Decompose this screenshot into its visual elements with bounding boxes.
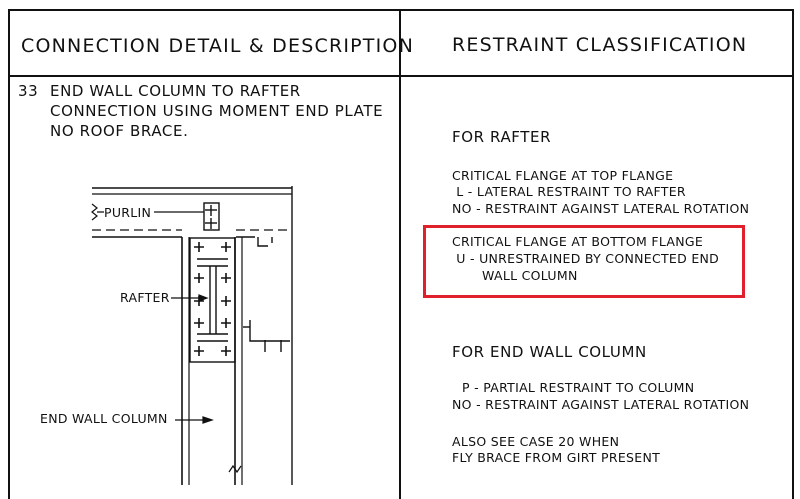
label-purlin: PURLIN	[104, 206, 155, 220]
description-line-1: END WALL COLUMN TO RAFTER	[50, 82, 301, 100]
girt-cleats	[243, 237, 290, 352]
purlin-cleat	[203, 202, 220, 231]
label-end-wall-column: END WALL COLUMN	[40, 411, 168, 426]
leader-lines	[171, 294, 214, 424]
top-flange-title: CRITICAL FLANGE AT TOP FLANGE	[452, 168, 674, 183]
heading-for-end-wall-column: FOR END WALL COLUMN	[452, 343, 647, 361]
bottom-flange-line-1: U - UNRESTRAINED BY CONNECTED END	[452, 251, 720, 266]
bottom-flange-line-2: WALL COLUMN	[482, 268, 578, 283]
column-line-1: P - PARTIAL RESTRAINT TO COLUMN	[462, 380, 695, 395]
description-line-2: CONNECTION USING MOMENT END PLATE	[50, 102, 384, 120]
top-flange-line-2: NO - RESTRAINT AGAINST LATERAL ROTATION	[452, 201, 750, 216]
highlight-box	[423, 225, 745, 298]
rafter-section	[92, 186, 293, 485]
top-flange-line-1: L - LATERAL RESTRAINT TO RAFTER	[452, 184, 686, 199]
header-connection-detail: CONNECTION DETAIL & DESCRIPTION	[21, 35, 414, 57]
note-line-1: ALSO SEE CASE 20 WHEN	[452, 434, 620, 449]
bottom-flange-title: CRITICAL FLANGE AT BOTTOM FLANGE	[452, 234, 704, 249]
note-line-2: FLY BRACE FROM GIRT PRESENT	[452, 450, 661, 465]
end-plate	[189, 237, 236, 363]
description-line-3: NO ROOF BRACE.	[50, 122, 189, 140]
header-restraint-classification: RESTRAINT CLASSIFICATION	[452, 34, 748, 56]
heading-for-rafter: FOR RAFTER	[452, 128, 552, 146]
case-number: 33	[18, 82, 39, 100]
column-line-2: NO - RESTRAINT AGAINST LATERAL ROTATION	[452, 397, 750, 412]
label-rafter: RAFTER	[120, 290, 170, 305]
end-wall-column	[181, 237, 243, 485]
